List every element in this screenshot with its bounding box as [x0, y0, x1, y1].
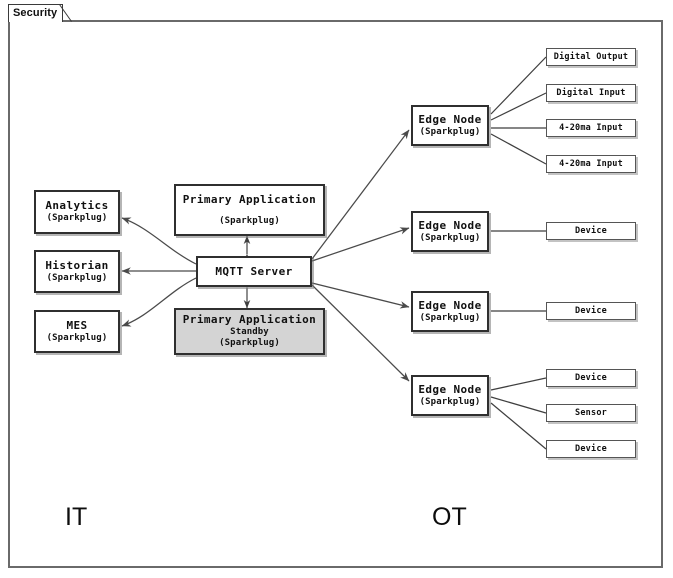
- device-digital-output[interactable]: Digital Output: [546, 48, 636, 66]
- device-digital-output-label: Digital Output: [553, 51, 629, 62]
- edge-node-1[interactable]: Edge Node (Sparkplug): [411, 105, 489, 146]
- it-node-mes-name: MES: [66, 318, 88, 332]
- primary-application-active-protocol: (Sparkplug): [219, 215, 280, 226]
- security-boundary-tab-label: Security: [13, 7, 58, 19]
- it-node-historian-name: Historian: [45, 258, 109, 272]
- primary-application-active-name: Primary Application: [182, 192, 317, 206]
- zone-label-it: IT: [65, 503, 88, 531]
- it-node-mes[interactable]: MES (Sparkplug): [34, 310, 120, 353]
- edge-node-1-name: Edge Node: [418, 112, 482, 126]
- it-node-analytics-protocol: (Sparkplug): [46, 213, 108, 224]
- device-edge-node-4-sensor[interactable]: Sensor: [546, 404, 636, 422]
- device-edge-node-3[interactable]: Device: [546, 302, 636, 320]
- device-4-20ma-input-1-label: 4-20ma Input: [559, 122, 623, 133]
- device-edge-node-4-device-1[interactable]: Device: [546, 369, 636, 387]
- primary-application-active[interactable]: Primary Application (Sparkplug): [174, 184, 325, 236]
- mqtt-server-label: MQTT Server: [215, 264, 293, 278]
- primary-application-standby-name: Primary Application: [182, 312, 317, 326]
- device-4-20ma-input-2[interactable]: 4-20ma Input: [546, 155, 636, 173]
- device-edge-node-2-label: Device: [575, 225, 607, 236]
- device-edge-node-4-device-2[interactable]: Device: [546, 440, 636, 458]
- edge-node-2[interactable]: Edge Node (Sparkplug): [411, 211, 489, 252]
- device-edge-node-4-device-2-label: Device: [575, 443, 607, 454]
- it-node-analytics[interactable]: Analytics (Sparkplug): [34, 190, 120, 234]
- edge-node-3-protocol: (Sparkplug): [419, 312, 481, 323]
- it-node-historian-protocol: (Sparkplug): [46, 272, 108, 283]
- device-digital-input[interactable]: Digital Input: [546, 84, 636, 102]
- security-tab-corner-icon: [59, 4, 72, 22]
- device-edge-node-2[interactable]: Device: [546, 222, 636, 240]
- it-node-historian[interactable]: Historian (Sparkplug): [34, 250, 120, 293]
- device-4-20ma-input-1[interactable]: 4-20ma Input: [546, 119, 636, 137]
- primary-application-standby-state: Standby: [230, 326, 269, 337]
- device-digital-input-label: Digital Input: [556, 87, 626, 98]
- device-4-20ma-input-2-label: 4-20ma Input: [559, 158, 623, 169]
- it-node-analytics-name: Analytics: [45, 199, 109, 213]
- zone-label-ot: OT: [432, 503, 467, 531]
- edge-node-1-protocol: (Sparkplug): [419, 126, 481, 137]
- edge-node-4-protocol: (Sparkplug): [419, 396, 481, 407]
- edge-node-4-name: Edge Node: [418, 382, 482, 396]
- it-node-mes-protocol: (Sparkplug): [46, 332, 108, 343]
- device-edge-node-3-label: Device: [575, 305, 607, 316]
- security-boundary-tab: Security: [8, 4, 64, 22]
- mqtt-server-node[interactable]: MQTT Server: [196, 256, 312, 287]
- device-edge-node-4-device-1-label: Device: [575, 372, 607, 383]
- device-edge-node-4-sensor-label: Sensor: [575, 407, 607, 418]
- edge-node-3-name: Edge Node: [418, 298, 482, 312]
- edge-node-2-name: Edge Node: [418, 218, 482, 232]
- edge-node-4[interactable]: Edge Node (Sparkplug): [411, 375, 489, 416]
- primary-application-standby[interactable]: Primary Application Standby (Sparkplug): [174, 308, 325, 355]
- primary-application-standby-protocol: (Sparkplug): [219, 338, 280, 349]
- edge-node-3[interactable]: Edge Node (Sparkplug): [411, 291, 489, 332]
- edge-node-2-protocol: (Sparkplug): [419, 232, 481, 243]
